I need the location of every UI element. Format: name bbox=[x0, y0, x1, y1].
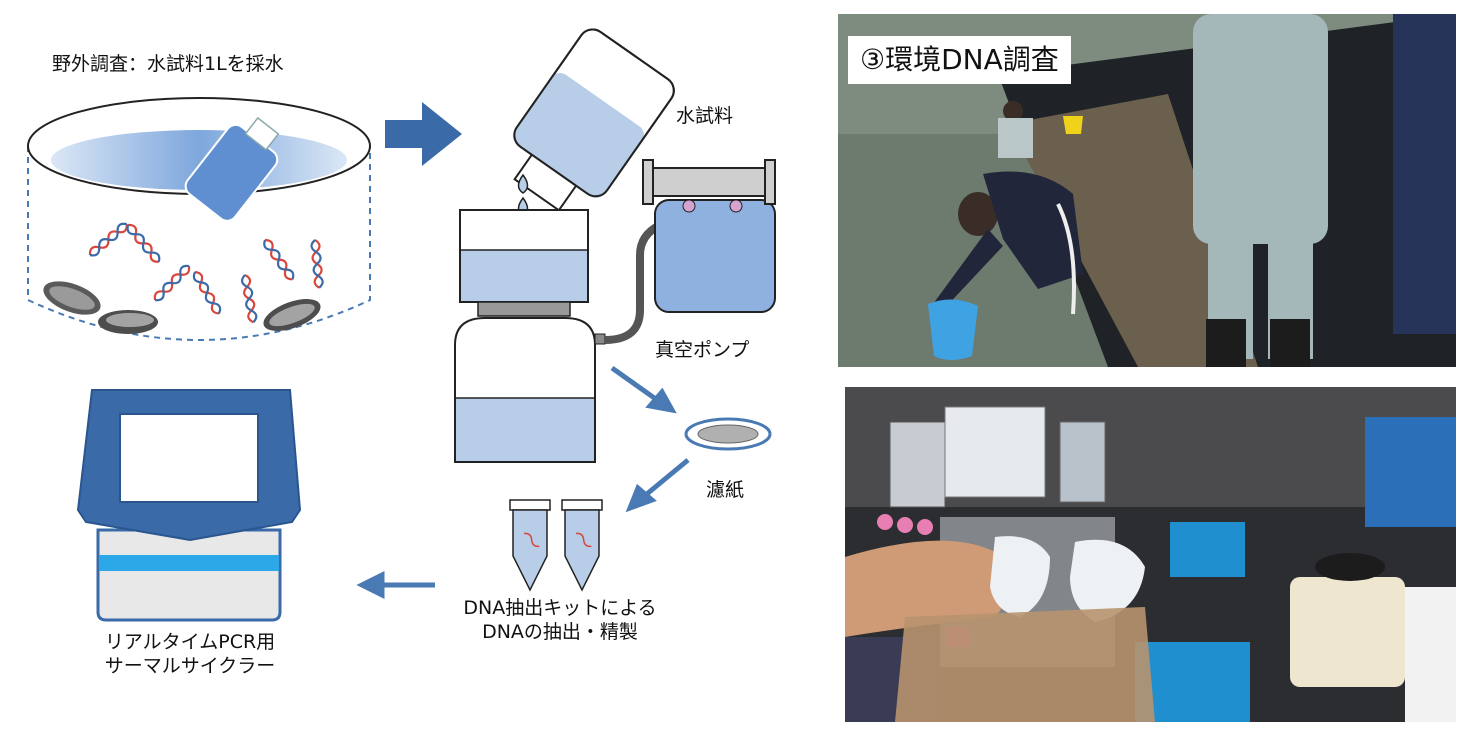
filter-paper bbox=[684, 417, 772, 451]
arrow-to-tubes bbox=[625, 458, 690, 513]
suction-flask bbox=[454, 317, 606, 463]
extraction-tubes bbox=[509, 499, 603, 592]
vacuum-pump bbox=[642, 159, 776, 313]
mussel-shell-icons bbox=[43, 281, 321, 334]
field-survey-label: 野外調査：水試料1Lを採水 bbox=[52, 53, 284, 75]
extraction-label: DNA抽出キットによる DNAの抽出・精製 bbox=[440, 596, 680, 644]
pouring-bottle bbox=[512, 28, 675, 212]
thermal-cycler-label: リアルタイムPCR用 サーマルサイクラー bbox=[80, 630, 300, 678]
extraction-label-line2: DNAの抽出・精製 bbox=[482, 621, 638, 643]
filter-paper-label: 濾紙 bbox=[706, 479, 745, 501]
arrow-to-filtration bbox=[385, 102, 462, 166]
extraction-label-line1: DNA抽出キットによる bbox=[463, 597, 657, 619]
filter-funnel bbox=[459, 209, 589, 317]
arrow-to-filter-paper bbox=[610, 365, 677, 414]
water-sample-label: 水試料 bbox=[676, 105, 734, 127]
lab-extraction-photo bbox=[845, 387, 1456, 722]
thermal-cycler-label-line1: リアルタイムPCR用 bbox=[104, 631, 276, 653]
workflow-diagram bbox=[27, 28, 776, 622]
field-sampling-photo: ③環境DNA調査 bbox=[838, 14, 1456, 367]
photo-title: ③環境DNA調査 bbox=[848, 36, 1071, 84]
sampling-pool bbox=[27, 97, 371, 341]
dna-helix-icons bbox=[88, 222, 324, 324]
arrow-to-thermal-cycler bbox=[356, 570, 435, 600]
vacuum-tube bbox=[604, 221, 662, 344]
thermal-cycler bbox=[76, 389, 302, 622]
thermal-cycler-label-line2: サーマルサイクラー bbox=[104, 655, 276, 677]
vacuum-pump-label: 真空ポンプ bbox=[655, 339, 750, 361]
